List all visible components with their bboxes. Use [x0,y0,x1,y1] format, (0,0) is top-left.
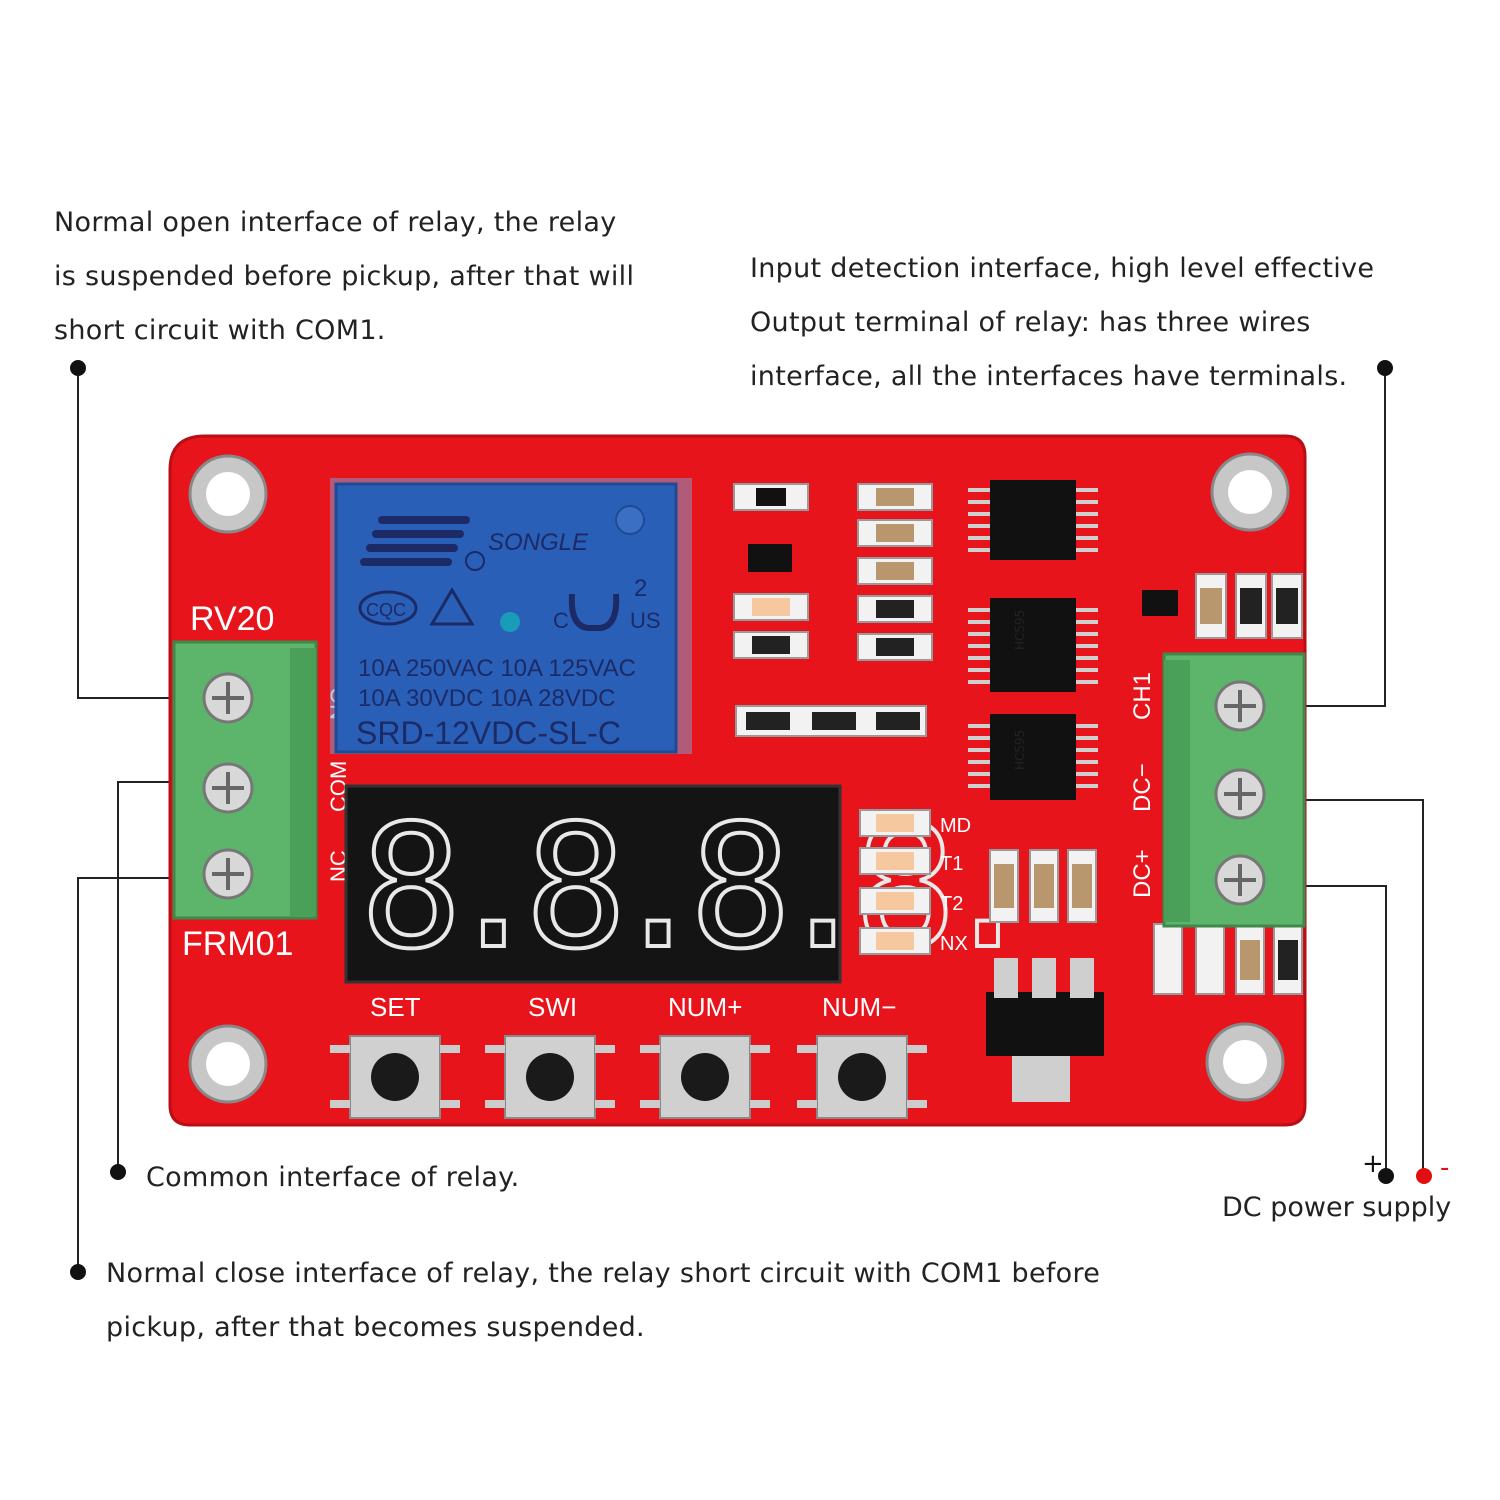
button-label-swi: SWI [528,992,577,1022]
terminal-label-dc-plus: DC+ [1129,849,1156,898]
relay-ul-mark: US [630,608,661,633]
status-leds [859,809,931,955]
led-label-t1: T1 [940,853,963,875]
resistor-203: 203 [1282,597,1295,618]
ic-chips [968,480,1098,800]
button-label-set: SET [370,992,421,1022]
dot-com [110,1164,126,1180]
dot-plus [1378,1168,1394,1184]
resistor-103: 103 [1246,597,1259,618]
callout-line: Output terminal of relay: has three wire… [750,307,1311,338]
ic-hc595-b: HC595 [1013,730,1027,770]
led-label-md: MD [940,815,971,837]
tact-buttons [330,1035,927,1119]
button-label-num-plus: NUM+ [668,992,742,1022]
smd-components [733,483,933,737]
leader-dots [70,360,1432,1280]
terminal-label-ch1: CH1 [1129,672,1156,720]
callout-line: Input detection interface, high level ef… [750,253,1375,284]
callout-line: short circuit with COM1. [54,315,386,346]
relay-num: 2 [634,575,647,602]
button-set [330,1035,460,1119]
minus-sign: - [1440,1153,1449,1183]
right-smd [986,573,1303,1102]
right-terminal-block [1162,652,1306,928]
dot-nc [70,1264,86,1280]
callout-common: Common interface of relay. [146,1151,519,1205]
relay-cert: CQC [366,600,406,620]
callout-normal-open: Normal open interface of relay, the rela… [54,196,634,358]
terminal-label-dc-minus: DC− [1129,763,1156,812]
callout-line: interface, all the interfaces have termi… [750,361,1348,392]
plus-sign: + [1362,1149,1384,1179]
dot-minus [1416,1168,1432,1184]
resistor-621b: 621 [822,715,845,729]
dot-no [70,360,86,376]
relay-brand: SONGLE [488,529,589,556]
model-bottom-label: FRM01 [182,925,293,963]
callout-line: Normal close interface of relay, the rel… [106,1258,1101,1289]
left-terminal-block [172,640,318,920]
callout-line: pickup, after that becomes suspended. [106,1312,645,1343]
relay-component: SONGLE CQC C US 2 10A 250VAC 10A 125VAC … [330,478,692,754]
resistor-621a: 621 [756,715,779,729]
callout-line: is suspended before pickup, after that w… [54,261,635,292]
callout-input-output: Input detection interface, high level ef… [750,242,1374,404]
resistor-122b: 122 [760,639,783,653]
seven-segment-display: 8.8.8.8. [344,784,1041,989]
resistor-511: 511 [884,603,907,617]
button-num-minus [797,1035,927,1119]
button-num-plus [640,1035,770,1119]
callout-normal-close: Normal close interface of relay, the rel… [106,1247,1100,1355]
dot-ch1 [1377,360,1393,376]
resistor-122a: 122 [886,715,909,729]
callout-line: Common interface of relay. [146,1162,520,1193]
button-swi [485,1035,615,1119]
songle-logo [360,516,470,566]
resistor-473: 473 [884,641,907,655]
model-top-label: RV20 [190,600,274,638]
relay-c-mark: C [553,608,569,633]
button-label-num-minus: NUM− [822,992,896,1022]
relay-rating-2: 10A 30VDC 10A 28VDC [358,685,616,712]
led-label-nx: NX [940,933,968,955]
ic-hc595-a: HC595 [1013,610,1027,650]
pcb-board: RV20 FRM01 NO COM NC [168,434,1307,1127]
relay-model: SRD-12VDC-SL-C [356,715,621,751]
led-label-t2: T2 [940,893,963,915]
dc-power-label: DC power supply [1222,1192,1452,1223]
mounting-holes [188,452,1290,1104]
callout-line: Normal open interface of relay, the rela… [54,207,617,238]
relay-rating-1: 10A 250VAC 10A 125VAC [358,655,636,682]
